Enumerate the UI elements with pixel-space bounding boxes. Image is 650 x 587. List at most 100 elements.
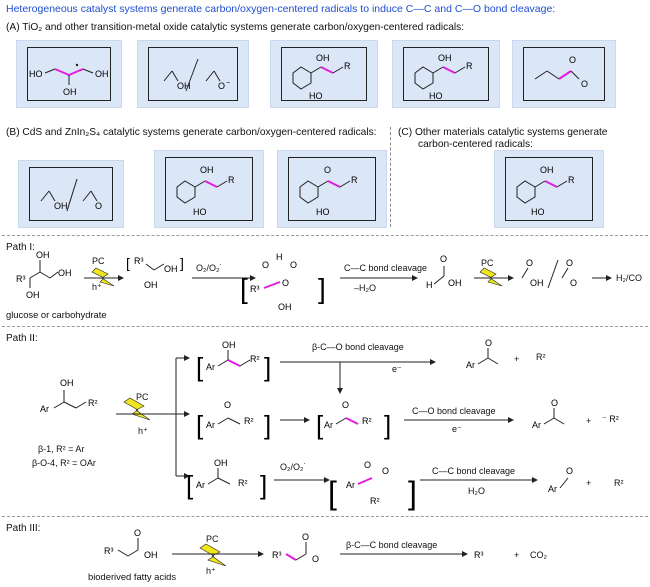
- svg-text:OH: OH: [63, 87, 77, 97]
- path-2-plus-1: +: [514, 354, 520, 364]
- path-2-hplus: h⁺: [138, 426, 148, 436]
- svg-text:[: [: [186, 470, 194, 500]
- svg-text:O: O: [566, 258, 573, 268]
- path-1-product: H₂/CO: [616, 273, 642, 283]
- b-box-3-structure: O R HO: [299, 165, 358, 217]
- svg-text:R²: R²: [250, 354, 260, 364]
- a-box-1: HO OH OH: [16, 40, 122, 108]
- svg-text:OH: OH: [95, 69, 109, 79]
- svg-text:O: O: [342, 400, 349, 410]
- svg-text:Ar: Ar: [206, 362, 215, 372]
- path-3-substrate-name: bioderived fatty acids: [88, 571, 177, 582]
- section-c-heading-2: carbon-centered radicals:: [418, 139, 533, 150]
- svg-text:[: [: [196, 352, 204, 382]
- path-2-r2-anion: ⁻ R²: [602, 414, 619, 424]
- path-2-r2-3: R²: [614, 478, 624, 488]
- svg-text:O: O: [290, 260, 297, 270]
- path-2-water: H₂O: [468, 486, 485, 496]
- svg-text:R: R: [466, 61, 473, 71]
- path-2-pc: PC: [136, 392, 149, 402]
- svg-text:O: O: [551, 398, 558, 408]
- path-1-substrate-name: glucose or carbohydrate: [6, 309, 107, 320]
- svg-text:]: ]: [180, 255, 184, 271]
- divider-2: [2, 326, 648, 327]
- svg-text:Ar: Ar: [548, 484, 557, 494]
- path-3-scheme: R³ O OH R³ O O R³: [104, 528, 484, 567]
- a-box-2-structure: OH O −: [163, 58, 230, 92]
- svg-text:O: O: [282, 278, 289, 288]
- path-1-pc-2: PC: [481, 258, 494, 268]
- bc-divider: [390, 127, 391, 227]
- svg-text:[: [: [328, 475, 337, 511]
- svg-text:R³: R³: [272, 550, 282, 560]
- svg-text:Ar: Ar: [532, 420, 541, 430]
- svg-text:Ar: Ar: [466, 360, 475, 370]
- svg-text:R²: R²: [362, 416, 372, 426]
- svg-text:OH: OH: [222, 340, 236, 350]
- svg-text:H: H: [426, 280, 433, 290]
- svg-text:HO: HO: [316, 207, 330, 217]
- svg-text:OH: OH: [200, 165, 214, 175]
- svg-text:OH: OH: [26, 290, 40, 300]
- path-2-label: Path II:: [6, 333, 38, 344]
- path-2-scheme: Ar R² OH [] Ar R² OH Ar O [] Ar R² O [] …: [40, 338, 573, 511]
- c-box-1: OH R HO: [494, 150, 604, 228]
- path-2-co-cleave: C—O bond cleavage: [412, 406, 496, 416]
- svg-text:O: O: [134, 528, 141, 538]
- svg-text:]: ]: [264, 352, 271, 382]
- svg-text:OH: OH: [164, 264, 178, 274]
- svg-text:O: O: [302, 532, 309, 542]
- svg-text:OH: OH: [144, 550, 158, 560]
- svg-text:O: O: [324, 165, 331, 175]
- path-2-note-1: β-1, R² = Ar: [38, 444, 85, 454]
- svg-text:OH: OH: [438, 53, 452, 63]
- svg-text:OH: OH: [540, 165, 554, 175]
- a-box-5: O O: [512, 40, 616, 108]
- svg-text:O: O: [440, 254, 447, 264]
- svg-text:Ar: Ar: [324, 420, 333, 430]
- b-box-3: O R HO: [277, 150, 387, 228]
- svg-text:OH: OH: [278, 302, 292, 312]
- svg-text:]: ]: [318, 273, 326, 304]
- svg-text:HO: HO: [429, 91, 443, 101]
- svg-text:R: R: [228, 175, 235, 185]
- a-box-3: OH R HO: [270, 40, 378, 108]
- a-box-1-structure: HO OH OH: [29, 63, 109, 97]
- svg-text:Ar: Ar: [206, 420, 215, 430]
- a-box-3-structure: OH R HO: [292, 53, 351, 101]
- svg-text:Ar: Ar: [196, 480, 205, 490]
- path-2-electron-2: e⁻: [452, 424, 462, 434]
- svg-text:Ar: Ar: [346, 480, 355, 490]
- svg-text:R: R: [344, 61, 351, 71]
- path-1-cleavage: C—C bond cleavage: [344, 263, 428, 273]
- svg-text:[: [: [240, 273, 248, 304]
- svg-text:−: −: [226, 80, 230, 87]
- svg-text:R³: R³: [250, 284, 260, 294]
- svg-text:R: R: [568, 175, 575, 185]
- svg-text:]: ]: [408, 475, 417, 511]
- section-c-heading-1: (C) Other materials catalytic systems ge…: [398, 127, 608, 138]
- figure-title: Heterogeneous catalyst systems generate …: [6, 3, 556, 15]
- path-2-r2-1: R²: [536, 352, 546, 362]
- svg-text:R²: R²: [244, 416, 254, 426]
- svg-text:[: [: [316, 410, 324, 440]
- svg-text:O: O: [364, 460, 371, 470]
- section-a-heading: (A) TiO₂ and other transition-metal oxid…: [6, 22, 465, 33]
- svg-text:HO: HO: [29, 69, 43, 79]
- svg-text:OH: OH: [316, 53, 330, 63]
- path-3-hplus: h⁺: [206, 566, 216, 576]
- path-3-cleave: β-C—C bond cleavage: [346, 540, 438, 550]
- svg-text:OH: OH: [214, 458, 228, 468]
- svg-text:R³: R³: [134, 256, 144, 266]
- svg-text:OH: OH: [530, 278, 544, 288]
- b-box-1: OH O: [18, 160, 124, 228]
- svg-text:O: O: [95, 201, 102, 211]
- svg-text:]: ]: [260, 470, 267, 500]
- b-box-2-structure: OH R HO: [176, 165, 235, 217]
- path-1-minus-water: –H₂O: [354, 283, 376, 293]
- path-2-plus-2: +: [586, 416, 592, 426]
- path-2-electron-1: e⁻: [392, 364, 402, 374]
- a-box-4: OH R HO: [392, 40, 500, 108]
- path-1-label: Path I:: [6, 242, 35, 253]
